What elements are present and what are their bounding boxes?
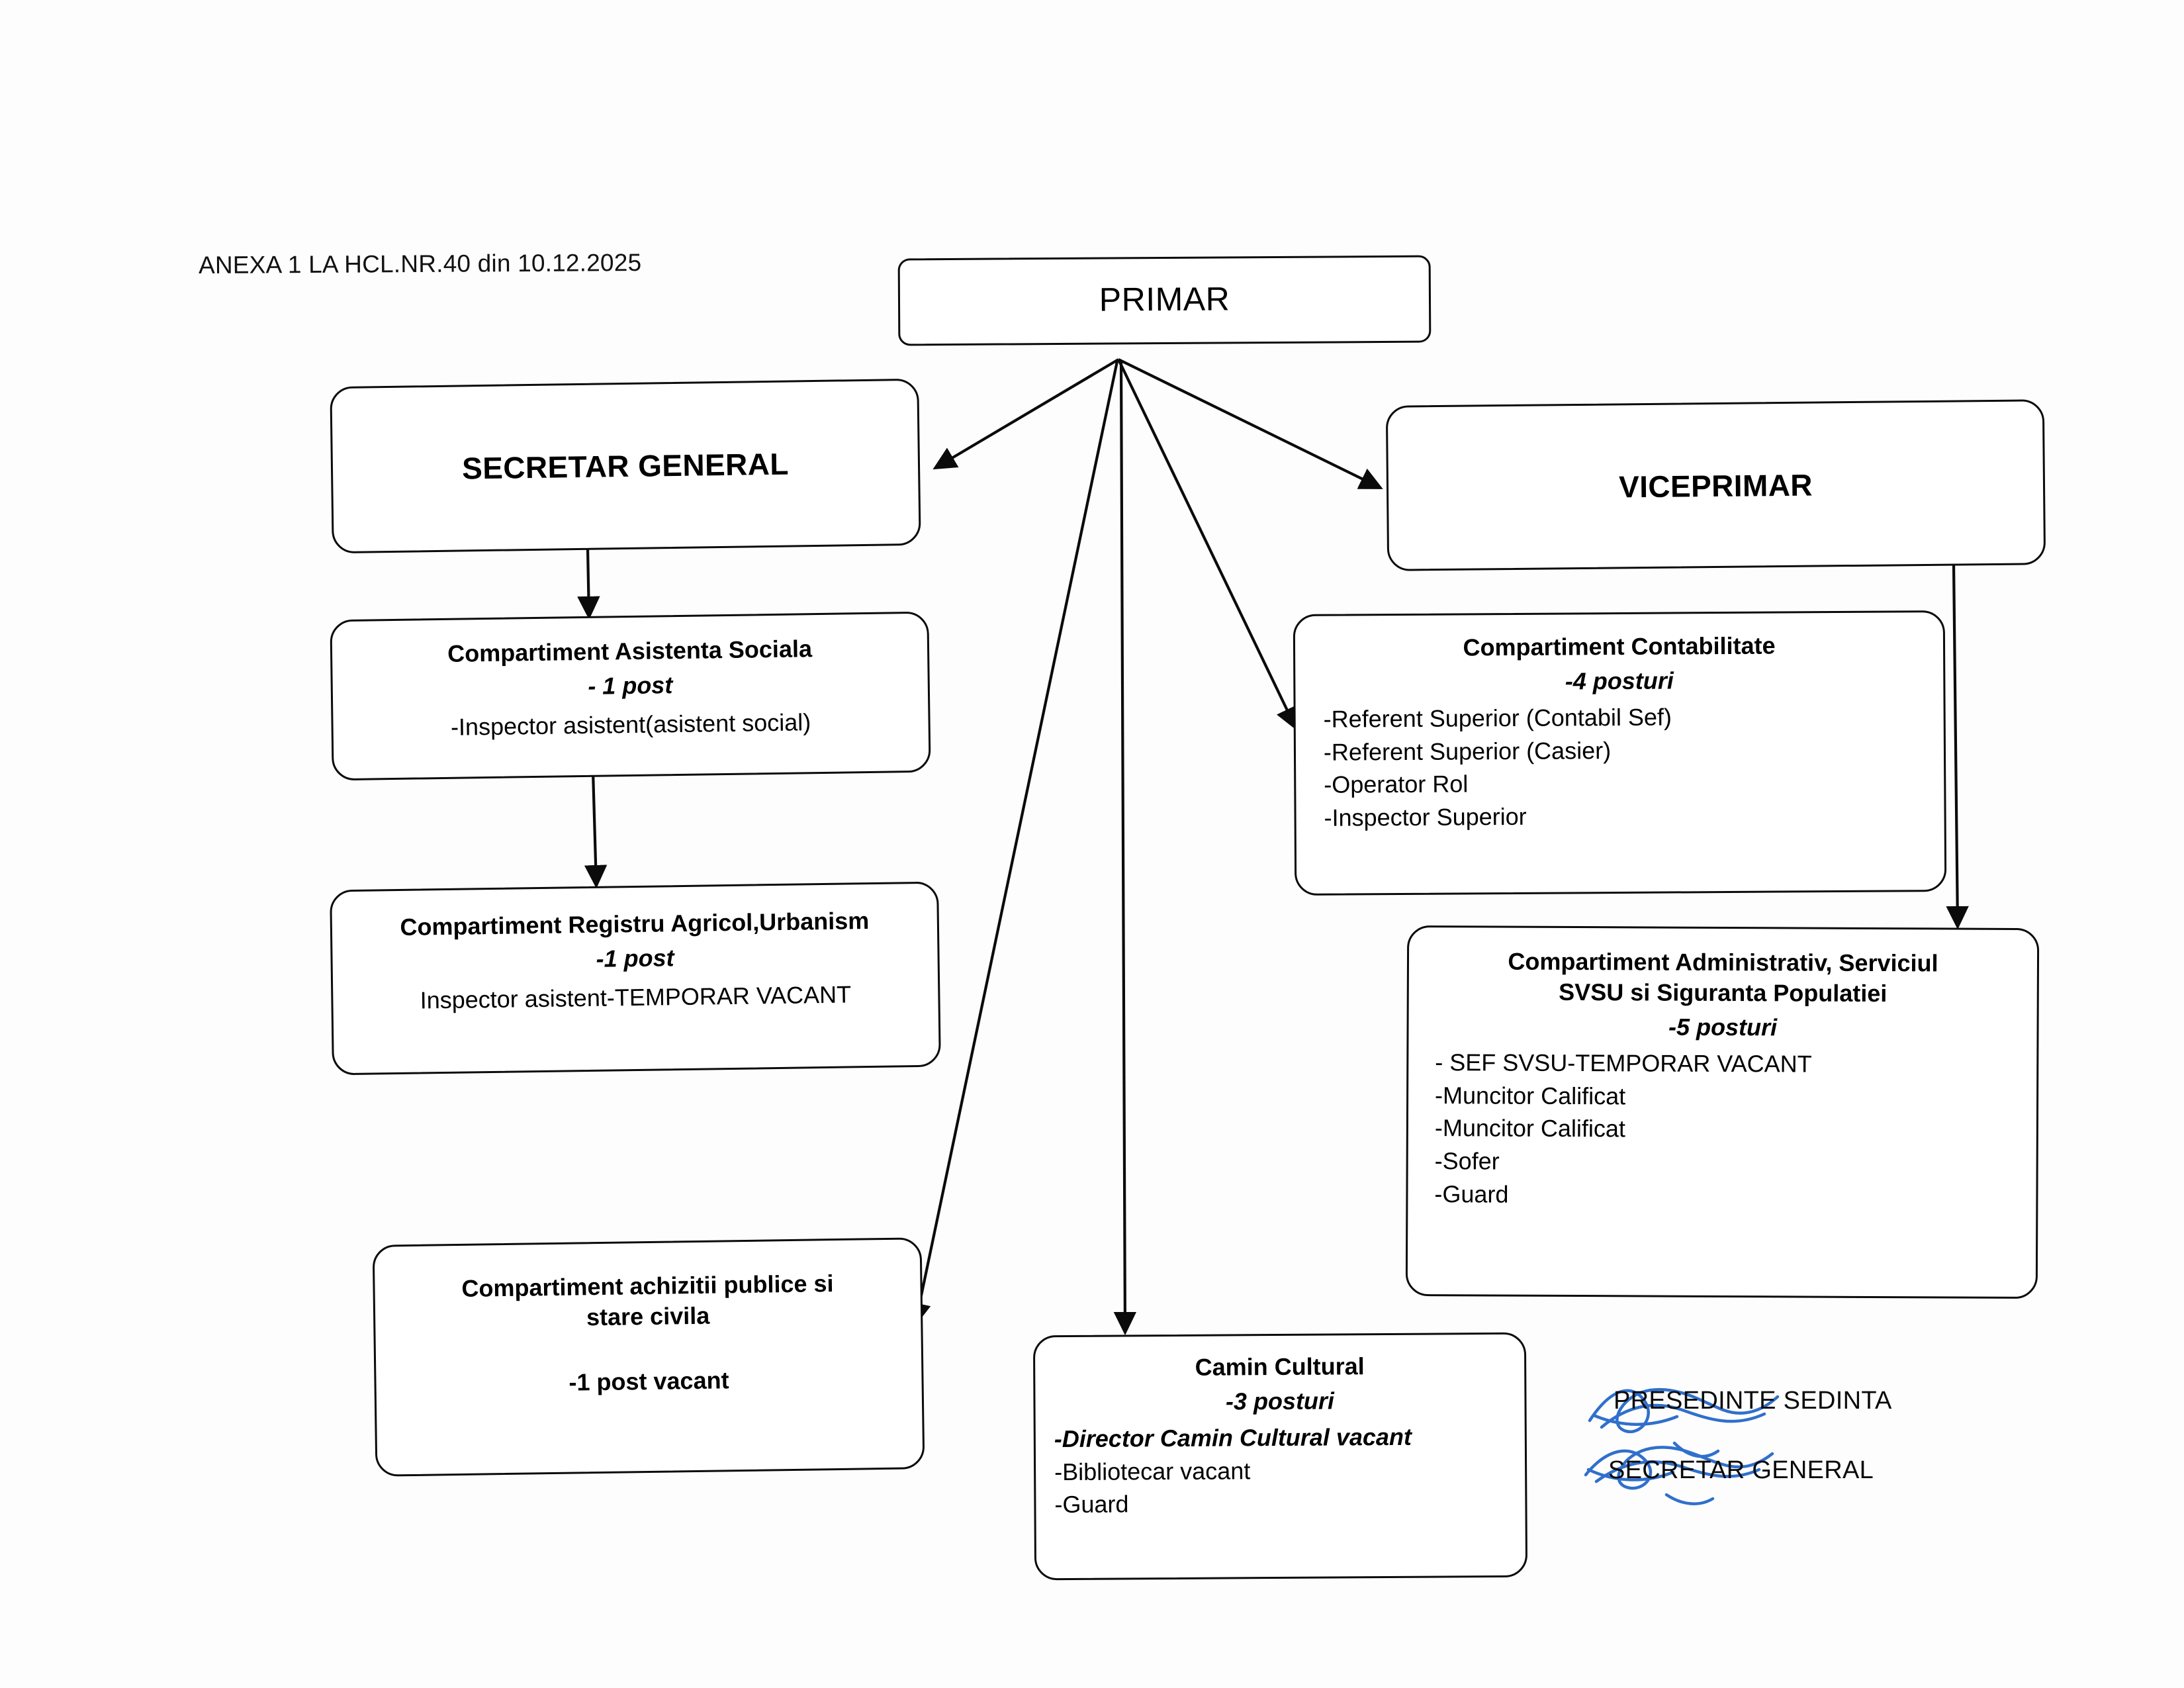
node-viceprimar[interactable]: VICEPRIMAR <box>1385 399 2046 571</box>
node-achizitii-publice[interactable]: Compartiment achizitii publice si stare … <box>372 1237 925 1477</box>
node-contabilitate-count: -4 posturi <box>1565 667 1674 695</box>
edge-viceprimar-administrativ <box>1946 563 1969 930</box>
anexa-header-note: ANEXA 1 LA HCL.NR.40 din 10.12.2025 <box>198 248 642 279</box>
node-administrativ-svsu[interactable]: Compartiment Administrativ, Serviciul SV… <box>1405 925 2040 1299</box>
node-registru-agricol-title: Compartiment Registru Agricol,Urbanism <box>400 907 870 941</box>
node-contabilitate-item: -Inspector Superior <box>1324 802 1527 831</box>
node-administrativ-svsu-item: - SEF SVSU-TEMPORAR VACANT <box>1435 1049 1812 1078</box>
node-achizitii-publice-count: -1 post vacant <box>569 1366 729 1396</box>
node-administrativ-svsu-title-line2: SVSU si Siguranta Populatiei <box>1559 978 1888 1008</box>
edge-secretar-asistenta <box>577 547 600 620</box>
node-primar[interactable]: PRIMAR <box>897 255 1432 346</box>
node-administrativ-svsu-title-line1: Compartiment Administrativ, Serviciul <box>1508 947 1938 977</box>
node-registru-agricol-count: -1 post <box>596 944 674 972</box>
node-administrativ-svsu-count: -5 posturi <box>1668 1013 1778 1041</box>
node-contabilitate[interactable]: Compartiment Contabilitate -4 posturi -R… <box>1293 610 1947 896</box>
node-administrativ-svsu-item: -Muncitor Calificat <box>1434 1114 1626 1143</box>
node-primar-title: PRIMAR <box>1099 280 1230 318</box>
signature-label-presedinte-sedinta: PRESEDINTE SEDINTA <box>1614 1387 1892 1415</box>
node-administrativ-svsu-item: -Muncitor Calificat <box>1435 1081 1626 1109</box>
node-camin-cultural-count: -3 posturi <box>1225 1387 1335 1415</box>
node-registru-agricol[interactable]: Compartiment Registru Agricol,Urbanism -… <box>330 881 941 1076</box>
node-camin-cultural[interactable]: Camin Cultural -3 posturi -Director Cami… <box>1032 1332 1528 1581</box>
edge-primar-achizitii <box>908 361 1119 1327</box>
node-asistenta-sociala-count: - 1 post <box>587 671 673 700</box>
node-administrativ-svsu-item: -Sofer <box>1434 1147 1500 1175</box>
edge-primar-camin-cultural <box>1113 361 1137 1336</box>
node-contabilitate-title: Compartiment Contabilitate <box>1463 632 1776 661</box>
node-camin-cultural-item: -Director Camin Cultural vacant <box>1054 1423 1412 1452</box>
node-camin-cultural-title: Camin Cultural <box>1195 1352 1365 1381</box>
node-contabilitate-item: -Referent Superior (Casier) <box>1323 736 1612 766</box>
edge-asistenta-registru <box>584 771 608 889</box>
node-asistenta-sociala-title: Compartiment Asistenta Sociala <box>447 635 813 667</box>
edge-primar-viceprimar <box>1118 358 1383 489</box>
node-contabilitate-item: -Operator Rol <box>1324 770 1469 798</box>
node-viceprimar-title: VICEPRIMAR <box>1618 467 1813 504</box>
edge-primar-contabilitate <box>1117 359 1298 731</box>
node-asistenta-sociala-item: -Inspector asistent(asistent social) <box>450 708 811 741</box>
node-contabilitate-item: -Referent Superior (Contabil Sef) <box>1323 703 1672 733</box>
node-registru-agricol-item: Inspector asistent-TEMPORAR VACANT <box>420 980 852 1014</box>
signature-label-secretar-general: SECRETAR GENERAL <box>1608 1456 1874 1484</box>
node-administrativ-svsu-item: -Guard <box>1434 1180 1509 1208</box>
node-camin-cultural-item: -Bibliotecar vacant <box>1054 1456 1251 1485</box>
node-secretar-general-title: SECRETAR GENERAL <box>461 446 790 486</box>
node-asistenta-sociala[interactable]: Compartiment Asistenta Sociala - 1 post … <box>330 611 931 781</box>
node-camin-cultural-item: -Guard <box>1054 1490 1129 1519</box>
edge-primar-secretar <box>933 358 1120 470</box>
node-secretar-general[interactable]: SECRETAR GENERAL <box>330 378 921 554</box>
